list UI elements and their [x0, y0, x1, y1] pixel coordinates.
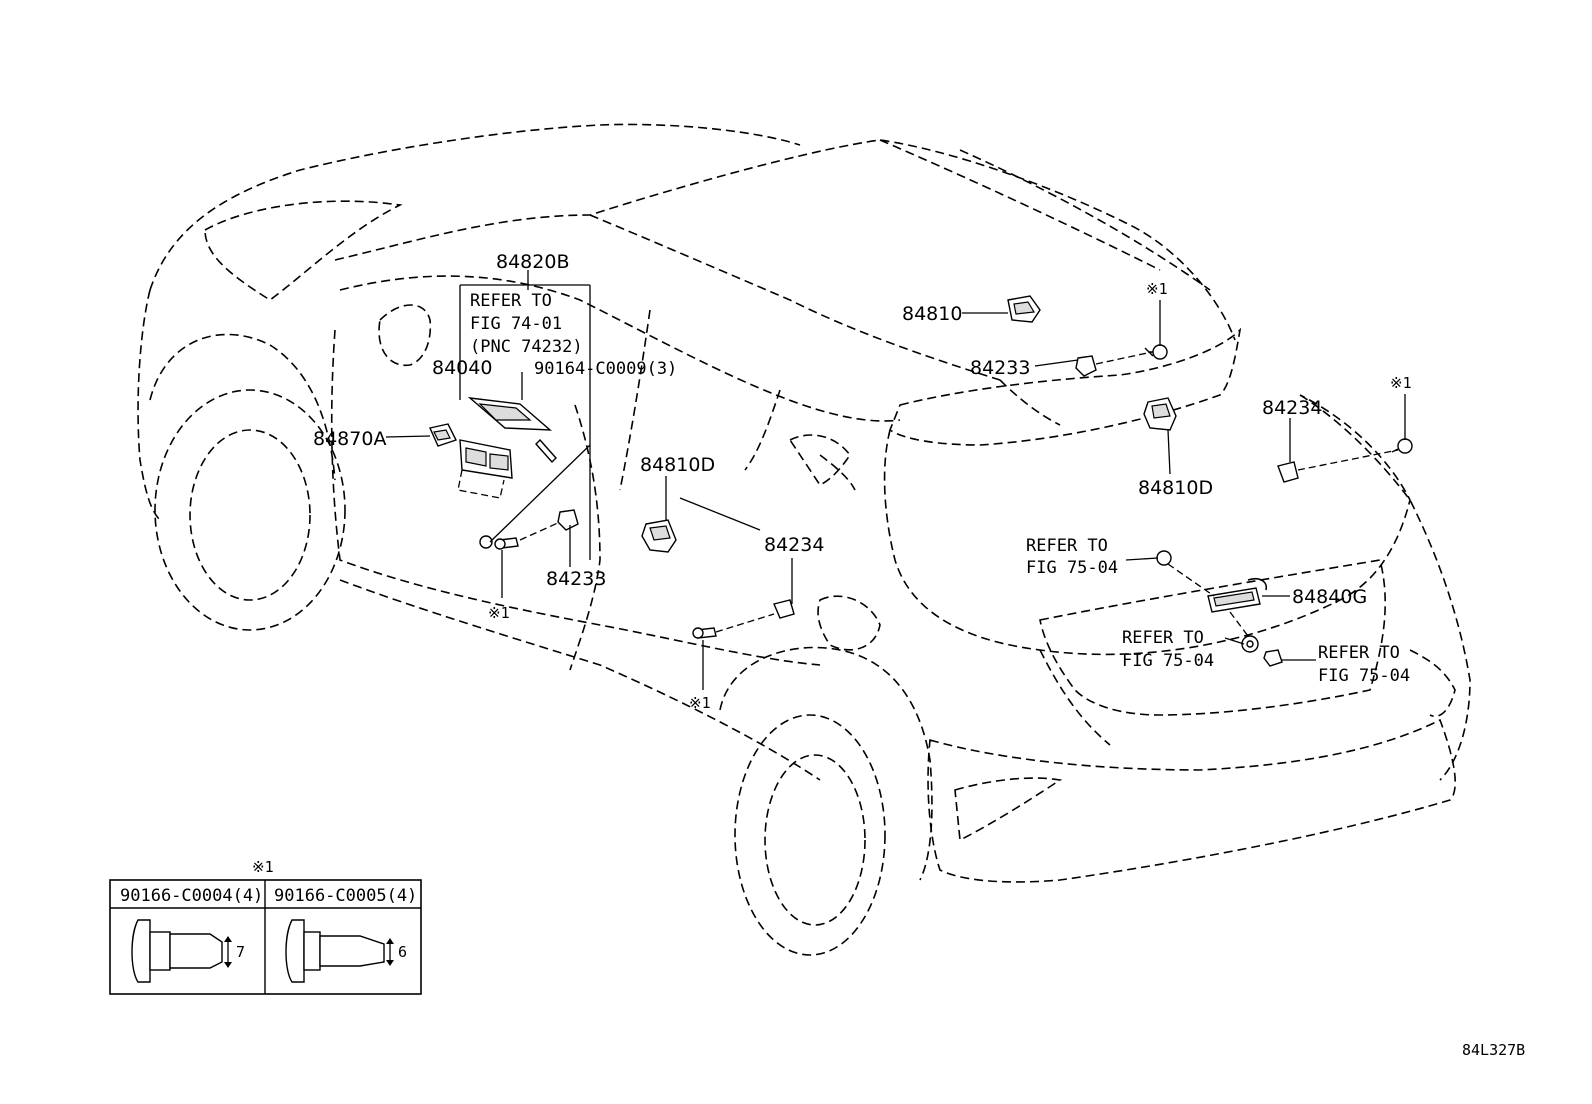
clip-84234-left-glyph[interactable]	[773, 599, 795, 619]
label-84840G[interactable]: 84840G	[1292, 586, 1367, 608]
refer-fig74-line1: REFER TO	[470, 291, 552, 311]
legend-dim-2: 6	[398, 943, 407, 961]
vehicle-outline	[137, 123, 1471, 956]
refer-fig75a-line1: REFER TO	[1026, 536, 1108, 556]
refer-fig75b-line1: REFER TO	[1122, 628, 1204, 648]
label-84234-left[interactable]: 84234	[764, 534, 824, 556]
switch-84820B-glyph[interactable]	[457, 439, 513, 499]
switch-84040-glyph[interactable]	[467, 397, 557, 464]
refer-fig75c-line2[interactable]: FIG 75-04	[1318, 666, 1410, 686]
switch-84810D-right-glyph[interactable]	[1143, 397, 1177, 431]
label-84810D-right[interactable]: 84810D	[1138, 477, 1213, 499]
legend-part-2[interactable]: 90166-C0005(4)	[274, 886, 417, 906]
bolt-lower-glyph[interactable]	[1241, 635, 1259, 653]
refer-fig75c-line1: REFER TO	[1318, 643, 1400, 663]
label-84233-left[interactable]: 84233	[546, 568, 606, 590]
switch-84840G-glyph[interactable]	[1207, 577, 1268, 613]
switch-84870A-glyph[interactable]	[429, 423, 457, 447]
screw-right-top-glyph[interactable]	[1144, 344, 1168, 360]
refer-fig75a-line2[interactable]: FIG 75-04	[1026, 558, 1118, 578]
mark-note-1-top: ※1	[1146, 280, 1168, 298]
label-84040[interactable]: 84040	[432, 357, 492, 379]
label-84234-right[interactable]: 84234	[1262, 397, 1322, 419]
nut-lower-glyph[interactable]	[1263, 649, 1283, 667]
label-84820B[interactable]: 84820B	[496, 251, 569, 273]
clip-84234-right-glyph[interactable]	[1277, 461, 1299, 483]
callout-labels: 84820B REFER TO FIG 74-01 (PNC 74232) 84…	[313, 251, 1412, 712]
refer-fig75b-line2[interactable]: FIG 75-04	[1122, 651, 1214, 671]
diagram-id: 84L327B	[1462, 1041, 1525, 1059]
label-84870A[interactable]: 84870A	[313, 428, 386, 450]
screw-lower-middle-glyph[interactable]	[692, 627, 717, 639]
switch-84810-glyph[interactable]	[1007, 295, 1041, 323]
screw-legend-table: ※1 90166-C0004(4) 90166-C0005(4) 7 6	[109, 858, 422, 995]
screw-far-right-glyph[interactable]	[1391, 438, 1413, 454]
leader-lines	[385, 270, 1406, 690]
clip-84233-left-glyph[interactable]	[557, 509, 579, 531]
switch-84810D-left-glyph[interactable]	[641, 519, 677, 553]
legend-screw-2-icon	[285, 919, 394, 983]
label-84810D-left[interactable]: 84810D	[640, 454, 715, 476]
legend-dim-1: 7	[236, 943, 245, 961]
label-90164-C0009[interactable]: 90164-C0009(3)	[534, 359, 677, 379]
label-84810[interactable]: 84810	[902, 303, 962, 325]
screw-lower-left-glyph[interactable]	[479, 535, 519, 550]
bolt-upper-glyph[interactable]	[1156, 550, 1172, 566]
legend-screw-1-icon	[131, 919, 232, 983]
mark-note-1-far-right: ※1	[1390, 374, 1412, 392]
label-84233-right[interactable]: 84233	[970, 357, 1030, 379]
mark-note-1-middle: ※1	[689, 694, 711, 712]
refer-fig74-line3: (PNC 74232)	[470, 337, 583, 357]
legend-title: ※1	[252, 858, 274, 876]
mark-note-1-left: ※1	[488, 604, 510, 622]
legend-part-1[interactable]: 90166-C0004(4)	[120, 886, 263, 906]
clip-84233-right-glyph[interactable]	[1075, 355, 1097, 377]
refer-fig74-line2[interactable]: FIG 74-01	[470, 314, 562, 334]
parts	[429, 295, 1413, 667]
